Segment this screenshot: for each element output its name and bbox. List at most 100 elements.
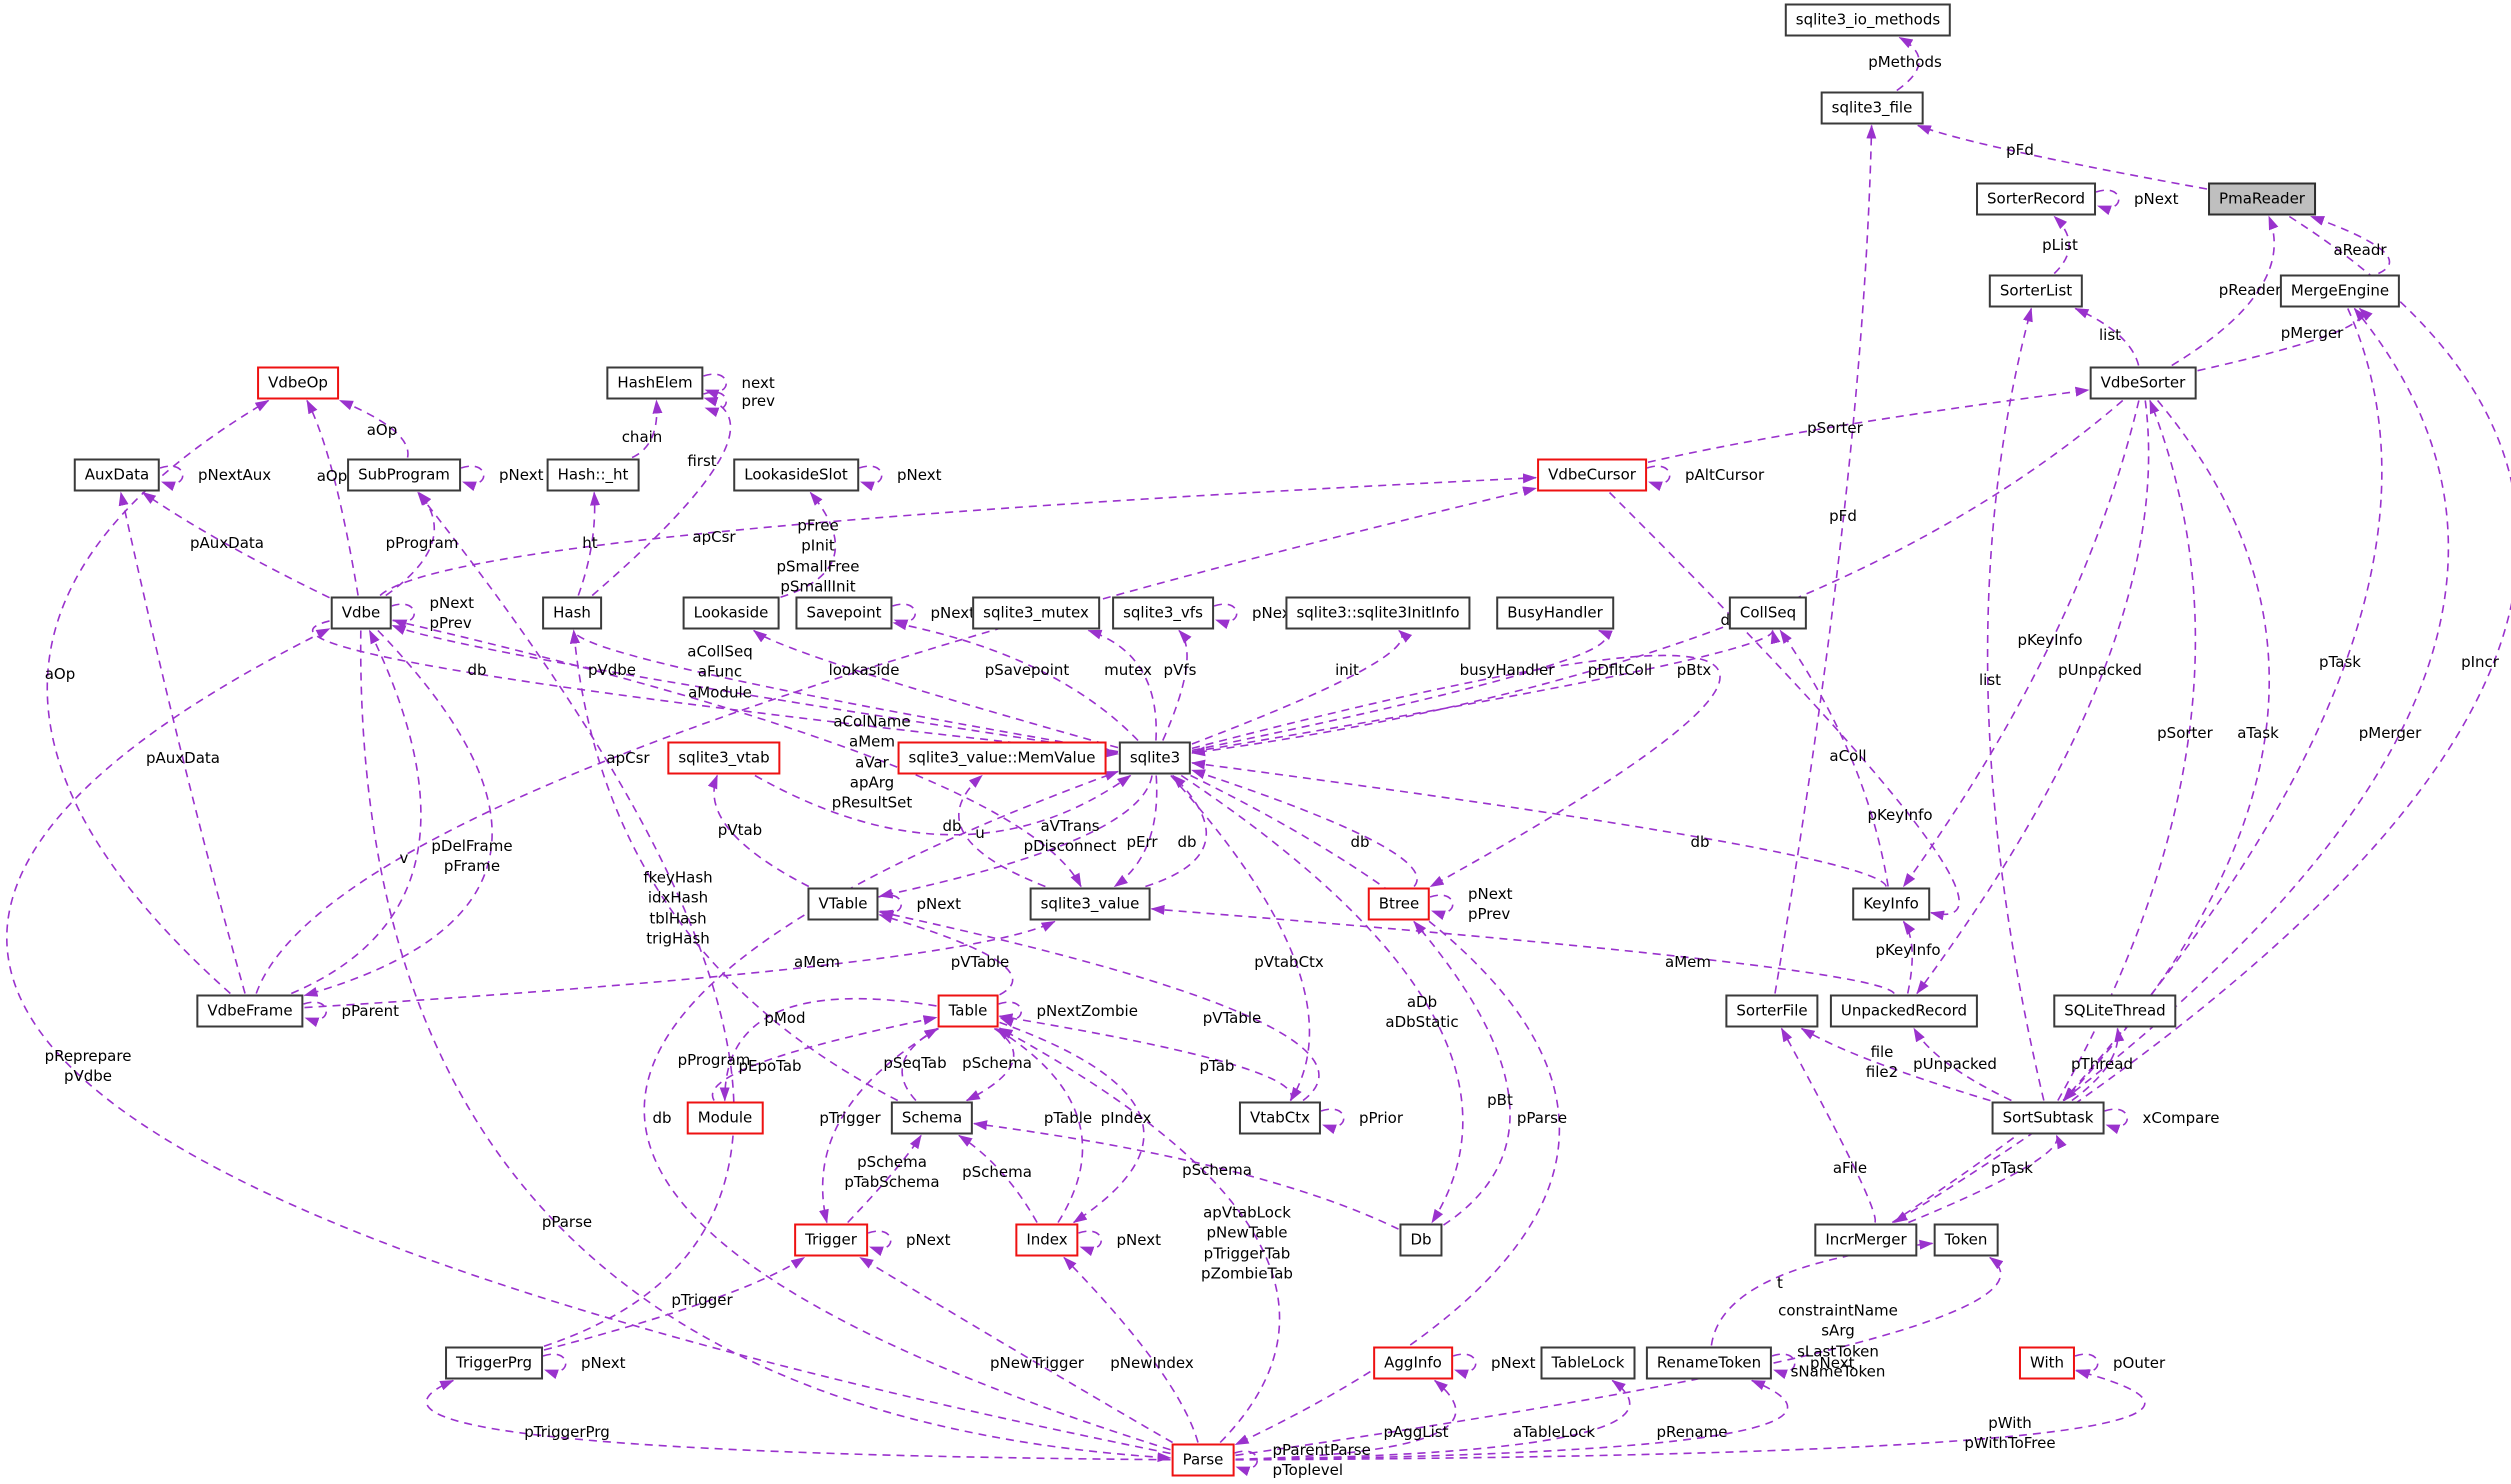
- edge: [1180, 774, 1464, 1224]
- node-VTable[interactable]: VTable: [807, 887, 879, 921]
- edge-label: pNext: [897, 465, 942, 484]
- node-AuxData[interactable]: AuxData: [73, 458, 161, 492]
- node-MemValue[interactable]: sqlite3_value::MemValue: [897, 741, 1107, 775]
- node-sqlite3_value[interactable]: sqlite3_value: [1029, 887, 1151, 921]
- node-sqlite3_mutex[interactable]: sqlite3_mutex: [972, 596, 1100, 630]
- node-Table[interactable]: Table: [937, 994, 999, 1028]
- edge: [1078, 1230, 1103, 1257]
- edge-label: pList: [2042, 235, 2078, 254]
- node-sqlite3_file[interactable]: sqlite3_file: [1820, 91, 1924, 125]
- edge-label: busyHandler: [1459, 660, 1555, 679]
- node-SQLiteThread[interactable]: SQLiteThread: [2053, 994, 2177, 1028]
- node-CollSeq[interactable]: CollSeq: [1728, 596, 1808, 630]
- edge: [2057, 399, 2197, 1101]
- edge: [542, 1353, 567, 1380]
- edge: [1429, 894, 1454, 921]
- node-Token[interactable]: Token: [1933, 1223, 1999, 1257]
- node-VdbeSorter[interactable]: VdbeSorter: [2089, 366, 2197, 400]
- edge: [878, 913, 1014, 996]
- edge: [543, 1256, 806, 1351]
- node-UnpackedRecord[interactable]: UnpackedRecord: [1829, 994, 1979, 1028]
- node-Parse[interactable]: Parse: [1171, 1443, 1235, 1477]
- edge-label: aReadr: [2333, 240, 2387, 259]
- node-sqlite3[interactable]: sqlite3: [1118, 741, 1192, 775]
- edge: [1779, 629, 1889, 887]
- edge: [1191, 629, 1781, 753]
- edge-label: pNext: [581, 1353, 626, 1372]
- edge: [159, 465, 184, 492]
- edge: [1087, 629, 1157, 741]
- edge-label: pVdbe: [587, 660, 637, 679]
- edge-label: aMem: [794, 952, 840, 971]
- node-PmaReader[interactable]: PmaReader: [2208, 182, 2316, 216]
- node-sqlite3_vtab[interactable]: sqlite3_vtab: [667, 741, 781, 775]
- node-VdbeCursor[interactable]: VdbeCursor: [1537, 458, 1647, 492]
- node-Hash[interactable]: Hash: [542, 596, 602, 630]
- node-sqlite3InitInfo[interactable]: sqlite3::sqlite3InitInfo: [1285, 596, 1471, 630]
- edge: [1913, 1027, 2012, 1102]
- node-AggInfo[interactable]: AggInfo: [1373, 1346, 1453, 1380]
- edge-label: db: [652, 1108, 672, 1127]
- node-KeyInfo[interactable]: KeyInfo: [1852, 887, 1930, 921]
- edge: [995, 1027, 1084, 1223]
- node-Vdbe[interactable]: Vdbe: [330, 596, 392, 630]
- edge: [2095, 189, 2120, 216]
- node-Module[interactable]: Module: [686, 1101, 764, 1135]
- edge-label: list: [1978, 670, 2002, 689]
- edge-label: pKeyInfo: [2017, 630, 2083, 649]
- node-LookasideSlot[interactable]: LookasideSlot: [733, 458, 859, 492]
- node-VtabCtx[interactable]: VtabCtx: [1238, 1101, 1322, 1135]
- edge-label: pTrigger: [819, 1108, 881, 1127]
- edge: [1191, 759, 1887, 887]
- node-TriggerPrg[interactable]: TriggerPrg: [445, 1346, 543, 1380]
- edge-label: pNewIndex: [1110, 1353, 1194, 1372]
- edge: [1986, 307, 2045, 1101]
- node-SubProgram[interactable]: SubProgram: [347, 458, 461, 492]
- edge-label: list: [2098, 325, 2122, 344]
- node-With[interactable]: With: [2018, 1346, 2076, 1380]
- edge-label: pBtx: [1676, 660, 1712, 679]
- edge: [998, 1013, 1293, 1101]
- edge: [1162, 629, 1192, 741]
- node-Index[interactable]: Index: [1015, 1223, 1079, 1257]
- node-SorterFile[interactable]: SorterFile: [1725, 994, 1819, 1028]
- node-Trigger[interactable]: Trigger: [794, 1223, 868, 1257]
- node-MergeEngine[interactable]: MergeEngine: [2279, 274, 2401, 308]
- edge: [255, 486, 1537, 994]
- node-SorterRecord[interactable]: SorterRecord: [1976, 182, 2096, 216]
- node-Schema[interactable]: Schema: [890, 1101, 974, 1135]
- edge-label: prev: [741, 391, 775, 410]
- node-Btree[interactable]: Btree: [1367, 887, 1431, 921]
- edge: [703, 373, 728, 400]
- edge-label: file file2: [1865, 1042, 1899, 1081]
- edge: [858, 465, 883, 492]
- node-Hash_ht[interactable]: Hash::_ht: [546, 458, 640, 492]
- edge-label: xCompare: [2142, 1108, 2220, 1127]
- node-SorterList[interactable]: SorterList: [1988, 274, 2084, 308]
- node-IncrMerger[interactable]: IncrMerger: [1814, 1223, 1918, 1257]
- node-sqlite3_io_methods[interactable]: sqlite3_io_methods: [1784, 3, 1952, 37]
- edge-label: aOp: [44, 664, 76, 683]
- edge-label: pKeyInfo: [1875, 940, 1941, 959]
- node-HashElem[interactable]: HashElem: [606, 366, 704, 400]
- edge: [1234, 1450, 1259, 1477]
- edge: [1213, 603, 1238, 630]
- node-VdbeOp[interactable]: VdbeOp: [257, 366, 339, 400]
- node-SortSubtask[interactable]: SortSubtask: [1991, 1101, 2105, 1135]
- edge: [819, 1027, 939, 1224]
- edge: [290, 629, 422, 995]
- node-VdbeFrame[interactable]: VdbeFrame: [196, 994, 304, 1028]
- node-Savepoint[interactable]: Savepoint: [795, 596, 893, 630]
- node-RenameToken[interactable]: RenameToken: [1645, 1346, 1773, 1380]
- node-Lookaside[interactable]: Lookaside: [682, 596, 780, 630]
- edge-label: pParent: [341, 1001, 400, 1020]
- edge: [141, 491, 330, 599]
- node-BusyHandler[interactable]: BusyHandler: [1496, 596, 1614, 630]
- node-TableLock[interactable]: TableLock: [1540, 1346, 1636, 1380]
- edge-label: pVtabCtx: [1254, 952, 1324, 971]
- node-Db[interactable]: Db: [1399, 1223, 1443, 1257]
- edge-label: fkeyHash idxHash tblHash trigHash: [643, 868, 713, 948]
- edge-label: pOuter: [2113, 1353, 2166, 1372]
- node-sqlite3_vfs[interactable]: sqlite3_vfs: [1112, 596, 1214, 630]
- edge: [754, 774, 1132, 836]
